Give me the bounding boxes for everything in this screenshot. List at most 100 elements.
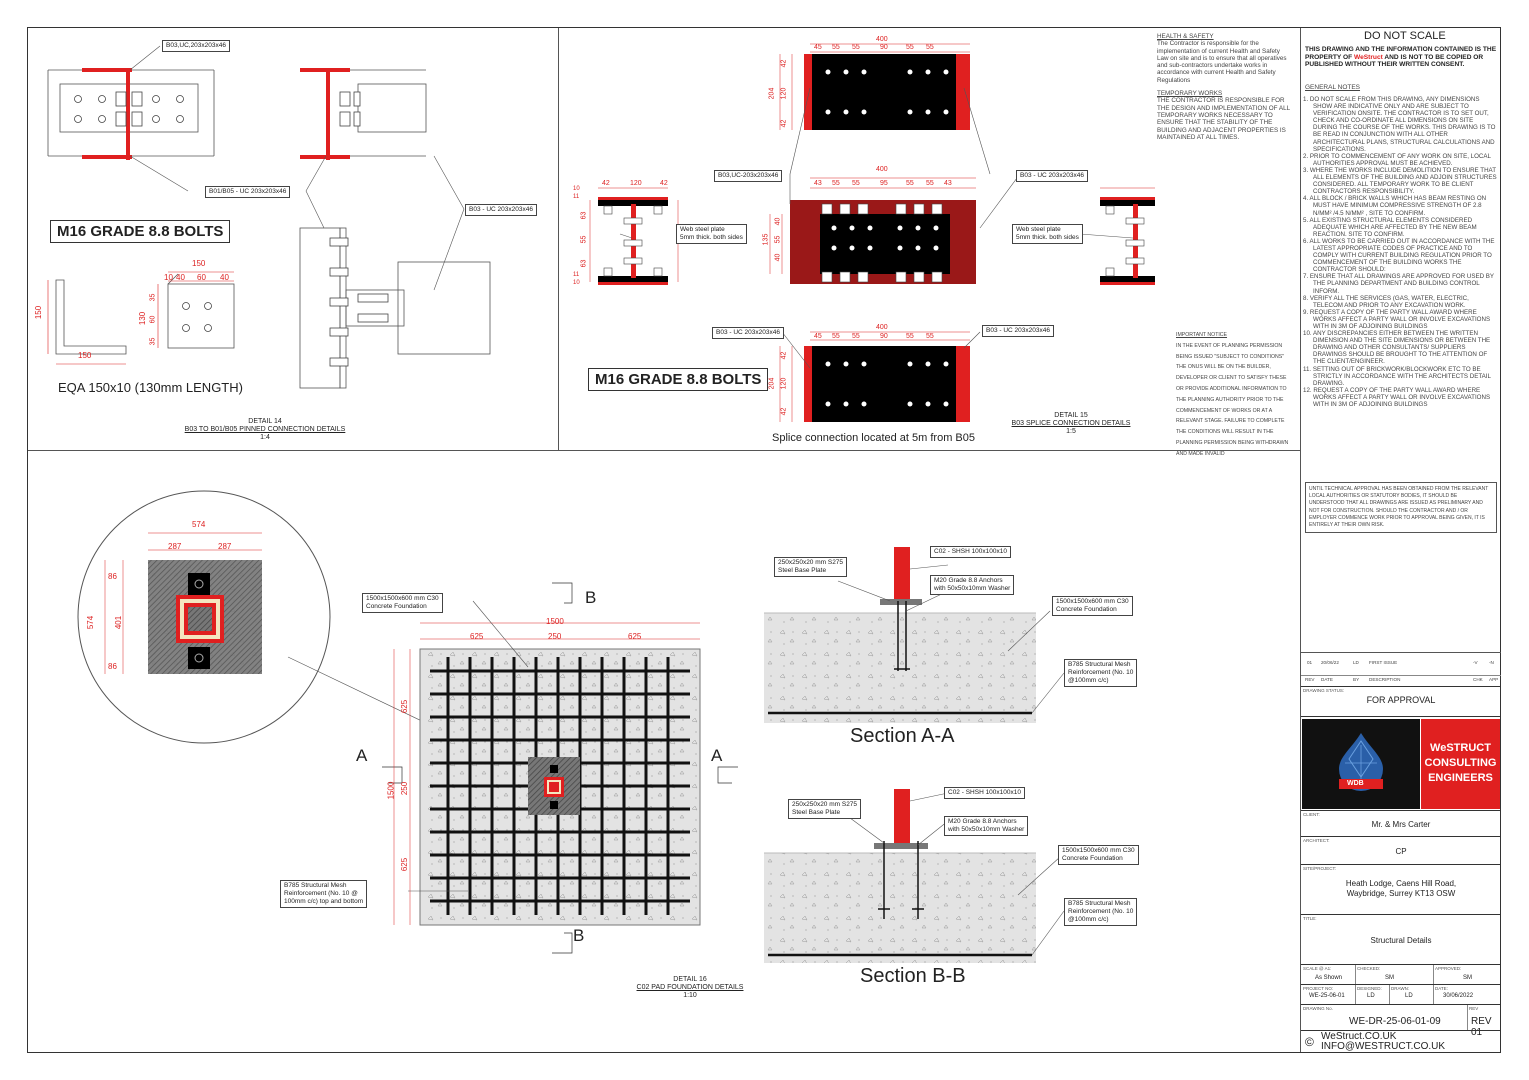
d15-caption-subtitle: B03 SPLICE CONNECTION DETAILS: [1011, 420, 1131, 427]
tb-architect-value: CP: [1395, 847, 1407, 856]
d15-side-w1: 42: [602, 180, 610, 187]
general-note-item: 3. WHERE THE WORKS INCLUDE DEMOLITION TO…: [1303, 166, 1497, 196]
d15-caption: DETAIL 15 B03 SPLICE CONNECTION DETAILS …: [1006, 412, 1136, 436]
d15-side-w3: 42: [660, 180, 668, 187]
d16-zoom-h2: 287: [218, 542, 232, 551]
d14-dim-left: 150: [34, 305, 44, 320]
d16-label-conc: 1500x1500x600 mm C30 Concrete Foundation: [362, 593, 443, 613]
detail14-drawing: [47, 45, 491, 389]
divider-sidebar: [1300, 28, 1301, 1052]
d15-bot-total: 400: [876, 324, 888, 331]
d16-plan-v3: 625: [400, 857, 410, 872]
d15-top-total: 400: [876, 36, 888, 43]
tb-title: TITLE: Structural Details: [1301, 914, 1501, 964]
d14-dim-130: 130: [138, 311, 148, 326]
d15-bot-h1: 42: [780, 351, 788, 360]
d15-bot-e: 55: [906, 333, 914, 340]
tb-title-label: TITLE:: [1303, 916, 1317, 921]
tb-row-drawing: DRAWING No. WE-DR-25-06-01-09 REV REV 01: [1301, 1004, 1501, 1038]
d15-mid-h3: 40: [774, 253, 782, 262]
rev-row-line: [1301, 675, 1501, 676]
d16-zoom-v1: 86: [108, 572, 117, 581]
d14-label-b03-right: B03 - UC 203x203x46: [465, 204, 537, 216]
tb-rev-label: REV: [1469, 1006, 1479, 1011]
tb-designed-value: LD: [1367, 993, 1375, 999]
d15-web-plate-left: Web steel plate 5mm thick. both sides: [676, 224, 747, 244]
do-not-scale: DO NOT SCALE: [1364, 30, 1446, 42]
d15-label-bot-right: B03 - UC 203x203x46: [982, 325, 1054, 337]
contact-web[interactable]: WeStruct.CO.UK: [1321, 1031, 1397, 1042]
d16-zoom-v3: 86: [108, 662, 117, 671]
d15-bot-a: 45: [814, 333, 822, 340]
tb-drawn-label: DRAWN:: [1391, 986, 1410, 991]
rev-head-chk: CHK: [1473, 677, 1483, 682]
water-drop-logo-icon: [1339, 733, 1383, 791]
rev-head-by: BY: [1353, 677, 1360, 682]
d16-mark-a-left: A: [356, 746, 368, 765]
sb-mesh: B785 Structural Mesh Reinforcement (No. …: [1064, 898, 1138, 926]
d15-top-b: 55: [832, 44, 840, 51]
d14-label-b01b05: B01/B05 - UC 203x203x46: [205, 186, 291, 198]
rev-cell-by: LD: [1353, 660, 1359, 665]
tb-status-value: FOR APPROVAL: [1366, 695, 1436, 705]
d16-plan-c: 625: [628, 632, 642, 641]
rev-cell-rev: 01: [1307, 660, 1313, 665]
logo-text: WDB: [1347, 780, 1364, 787]
general-note-item: 10. ANY DISCREPANCIES EITHER BETWEEN THE…: [1303, 330, 1491, 366]
d15-caption-scale: 1:5: [1066, 428, 1076, 435]
sa-mesh: B785 Structural Mesh Reinforcement (No. …: [1064, 659, 1138, 687]
d14-angle-caption: EQA 150x10 (130mm LENGTH): [58, 380, 243, 395]
d15-mid-d: 95: [880, 180, 888, 187]
tb-approved-value: SM: [1463, 975, 1472, 981]
d15-mid-h1: 40: [774, 217, 782, 226]
tb-div-3: [1355, 985, 1356, 1005]
d15-top-e: 55: [906, 44, 914, 51]
general-note-item: 1. DO NOT SCALE FROM THIS DRAWING, ANY D…: [1303, 96, 1496, 153]
d14-dim-40: 40: [176, 273, 185, 282]
d14-caption-subtitle: B03 TO B01/B05 PINNED CONNECTION DETAILS: [184, 426, 346, 433]
d16-zoom-v: 574: [86, 615, 96, 630]
divider-vertical-top: [558, 28, 559, 450]
tb-architect-label: ARCHITECT:: [1303, 838, 1330, 843]
company-panel: [1421, 719, 1500, 809]
d15-label-uc-left: B03,UC-203x203x46: [714, 170, 783, 182]
tb-status: DRAWING STATUS: FOR APPROVAL: [1301, 686, 1501, 716]
d16-zoom-h1: 287: [168, 542, 182, 551]
property-text-1: THIS DRAWING AND THE INFORMATION CONTAIN…: [1305, 46, 1497, 61]
d16-mark-b-top: B: [585, 588, 597, 607]
d15-splice-note: Splice connection located at 5m from B05: [772, 432, 976, 444]
d16-zoom-v2: 401: [114, 615, 124, 630]
d15-caption-title: DETAIL 15: [1054, 412, 1088, 419]
sa-anchors: M20 Grade 8.8 Anchors with 50x50x10mm Wa…: [930, 575, 1015, 595]
general-note-item: 8. VERIFY ALL THE SERVICES (GAS, WATER, …: [1303, 294, 1469, 309]
d14-caption: DETAIL 14 B03 TO B01/B05 PINNED CONNECTI…: [160, 418, 370, 442]
d15-bot-h3: 42: [780, 407, 788, 416]
d15-side-v1: 63: [580, 211, 588, 220]
d14-dim-40b: 40: [220, 273, 229, 282]
tb-project-label: PROJECT NO:: [1303, 986, 1334, 991]
tb-client-value: Mr. & Mrs Carter: [1371, 820, 1431, 829]
tb-designed-label: DESIGNED:: [1357, 986, 1382, 991]
d15-side-v2: 55: [580, 235, 588, 244]
imp-body: IN THE EVENT OF PLANNING PERMISSION BEIN…: [1176, 342, 1289, 457]
d14-caption-scale: 1:4: [260, 434, 270, 441]
tb-client-label: CLIENT:: [1303, 812, 1320, 817]
important-notice: IMPORTANT NOTICE IN THE EVENT OF PLANNIN…: [1176, 330, 1294, 460]
approval-note-box: UNTIL TECHNICAL APPROVAL HAS BEEN OBTAIN…: [1305, 482, 1497, 534]
hs-body: The Contractor is responsible for the im…: [1157, 40, 1287, 84]
rev-head-desc: DESCRIPTION: [1369, 677, 1401, 682]
d16-zoom-w: 574: [192, 520, 206, 529]
tw-title: TEMPORARY WORKS: [1157, 90, 1223, 98]
tb-div-6: [1467, 1005, 1468, 1031]
d15-side-v3: 63: [580, 259, 588, 268]
drawing-sheet-frame: [27, 27, 1501, 1053]
detail15-drawing: [589, 43, 1155, 422]
d15-mid-e: 55: [906, 180, 914, 187]
tb-status-label: DRAWING STATUS:: [1303, 688, 1345, 693]
contact-email[interactable]: INFO@WESTRUCT.CO.UK: [1321, 1041, 1446, 1052]
d15-bot-f: 55: [926, 333, 934, 340]
sb-conc: 1500x1500x600 mm C30 Concrete Foundation: [1058, 845, 1139, 865]
property-text-2: AND IS NOT TO BE COPIED OR PUBLISHED WIT…: [1305, 53, 1484, 69]
d15-bot-h2: 120: [780, 377, 788, 390]
tb-div-2: [1433, 965, 1434, 985]
